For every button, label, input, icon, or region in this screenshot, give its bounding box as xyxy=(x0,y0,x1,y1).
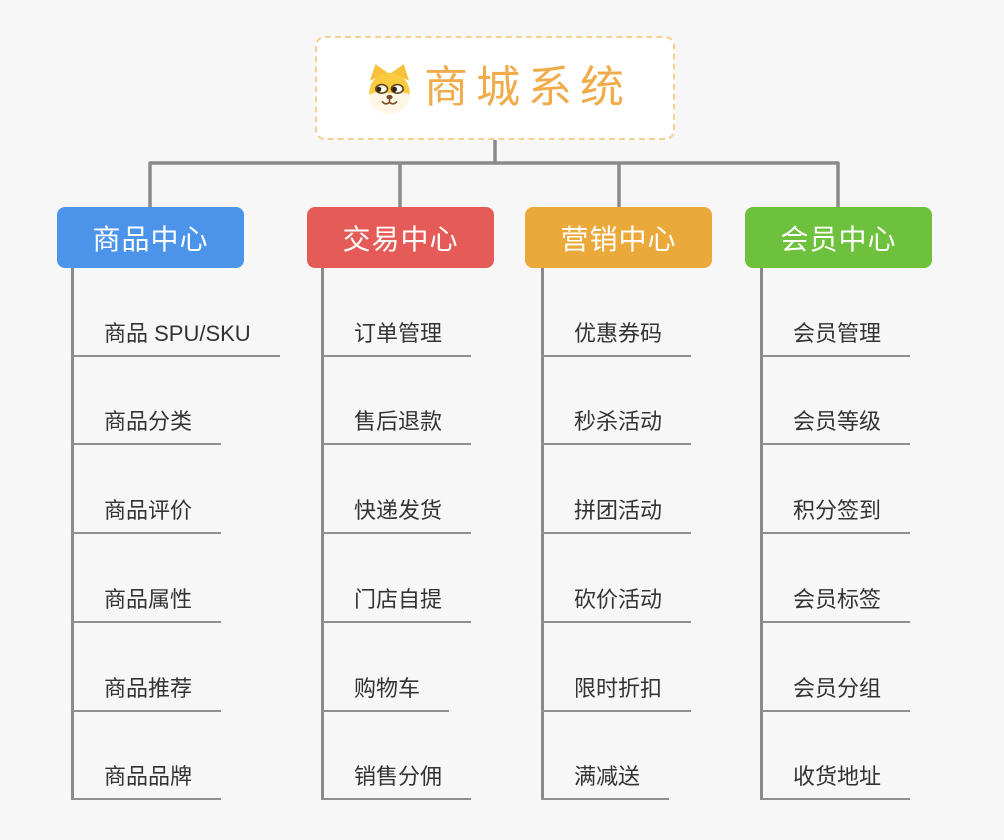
branch-node-member[interactable]: 会员中心 xyxy=(745,207,932,268)
leaf-node[interactable]: 门店自提 xyxy=(321,585,472,623)
branch-node-trade[interactable]: 交易中心 xyxy=(307,207,494,268)
root-node[interactable]: 商城系统 xyxy=(315,36,675,140)
leaf-node[interactable]: 商品评价 xyxy=(71,496,222,534)
leaf-node[interactable]: 商品品牌 xyxy=(71,762,222,800)
branch-node-product[interactable]: 商品中心 xyxy=(57,207,244,268)
leaf-node[interactable]: 限时折扣 xyxy=(541,674,692,712)
branch-rail-line xyxy=(148,161,840,207)
branch-label: 商品中心 xyxy=(92,223,209,255)
branch-spine-line xyxy=(541,268,544,800)
leaf-node[interactable]: 秒杀活动 xyxy=(541,407,692,445)
leaf-node[interactable]: 商品 SPU/SKU xyxy=(71,319,280,357)
shiba-dog-icon xyxy=(369,63,410,114)
leaf-node[interactable]: 销售分佣 xyxy=(321,762,472,800)
leaf-node[interactable]: 订单管理 xyxy=(321,319,472,357)
branch-node-marketing[interactable]: 营销中心 xyxy=(525,207,712,268)
leaf-node[interactable]: 会员分组 xyxy=(760,674,911,712)
branch-spine-line xyxy=(321,268,324,800)
leaf-node[interactable]: 商品属性 xyxy=(71,585,222,623)
leaf-node[interactable]: 满减送 xyxy=(541,762,670,800)
leaf-node[interactable]: 购物车 xyxy=(321,674,450,712)
branch-spine-line xyxy=(71,268,74,800)
leaf-node[interactable]: 售后退款 xyxy=(321,407,472,445)
leaf-node[interactable]: 会员等级 xyxy=(760,407,911,445)
branch-label: 交易中心 xyxy=(342,223,459,255)
leaf-node[interactable]: 会员管理 xyxy=(760,319,911,357)
leaf-node[interactable]: 拼团活动 xyxy=(541,496,692,534)
leaf-node[interactable]: 会员标签 xyxy=(760,585,911,623)
leaf-node[interactable]: 优惠券码 xyxy=(541,319,692,357)
branch-label: 会员中心 xyxy=(780,223,897,255)
leaf-node[interactable]: 积分签到 xyxy=(760,496,911,534)
leaf-node[interactable]: 快递发货 xyxy=(321,496,472,534)
leaf-node[interactable]: 砍价活动 xyxy=(541,585,692,623)
branch-label: 营销中心 xyxy=(560,223,677,255)
root-node-label: 商城系统 xyxy=(424,63,632,112)
leaf-node[interactable]: 商品推荐 xyxy=(71,674,222,712)
leaf-node[interactable]: 收货地址 xyxy=(760,762,911,800)
branch-spine-line xyxy=(760,268,763,800)
leaf-node[interactable]: 商品分类 xyxy=(71,407,222,445)
